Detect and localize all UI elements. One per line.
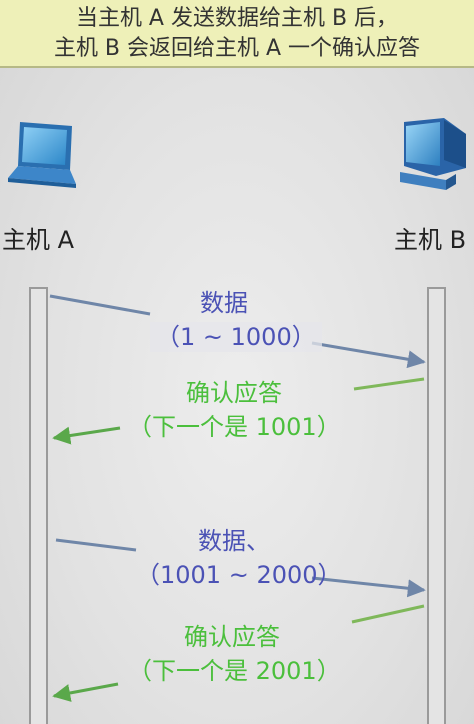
- desktop-computer-icon: [400, 118, 466, 190]
- ack-arrow-1-end: [52, 426, 121, 445]
- host-a-label: 主机 A: [2, 226, 75, 254]
- ack-1-title: 确认应答: [186, 379, 282, 407]
- caption-line-2: 主机 B 会返回给主机 A 一个确认应答: [53, 36, 421, 61]
- ack-1-next: （下一个是 1001）: [128, 413, 341, 441]
- laptop-icon: [8, 122, 76, 188]
- data-arrow-2-start: [55, 538, 137, 552]
- caption-banner: 当主机 A 发送数据给主机 B 后， 主机 B 会返回给主机 A 一个确认应答: [0, 0, 474, 68]
- data-arrow-1-start: [49, 294, 151, 316]
- data-2-title: 数据、: [198, 527, 270, 555]
- ack-2-next: （下一个是 2001）: [128, 657, 341, 685]
- host-b-label: 主机 B: [394, 226, 467, 254]
- data-arrow-2-end: [311, 576, 426, 598]
- data-arrow-1-end: [311, 341, 426, 369]
- ack-arrow-2-start: [351, 604, 425, 624]
- host-a-lifeline: [29, 287, 48, 724]
- caption-line-1: 当主机 A 发送数据给主机 B 后，: [75, 6, 399, 31]
- ack-arrow-2-end: [52, 682, 119, 702]
- data-1-range: （1 ~ 1000）: [150, 322, 322, 352]
- ack-2-title: 确认应答: [184, 623, 280, 651]
- data-2-range: （1001 ~ 2000）: [136, 561, 342, 589]
- host-b-lifeline: [427, 287, 446, 724]
- ack-arrow-1-start: [353, 377, 425, 391]
- data-1-title: 数据: [200, 289, 248, 317]
